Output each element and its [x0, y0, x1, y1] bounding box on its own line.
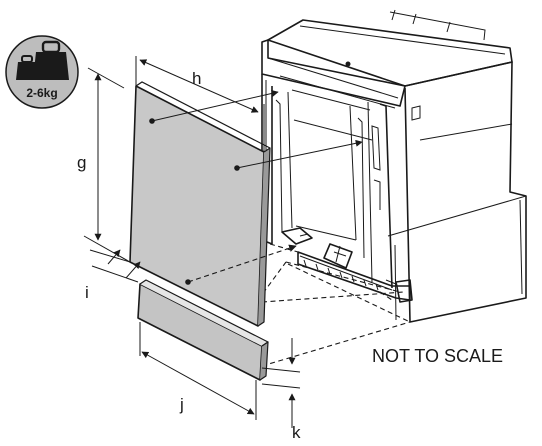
weights-icon	[16, 40, 69, 80]
weight-badge: 2-6kg	[5, 35, 79, 109]
alignment-lines	[257, 243, 411, 367]
dimension-label-h: h	[192, 69, 201, 88]
dimension-lines	[83, 56, 301, 428]
dimension-label-g: g	[77, 153, 86, 172]
dimension-label-i: i	[85, 283, 89, 302]
weight-label: 2-6kg	[26, 86, 57, 100]
dimension-label-k: k	[292, 423, 301, 441]
dishwasher-body	[261, 9, 527, 323]
not-to-scale-note: NOT TO SCALE	[372, 346, 503, 366]
dimension-label-j: j	[179, 395, 184, 414]
